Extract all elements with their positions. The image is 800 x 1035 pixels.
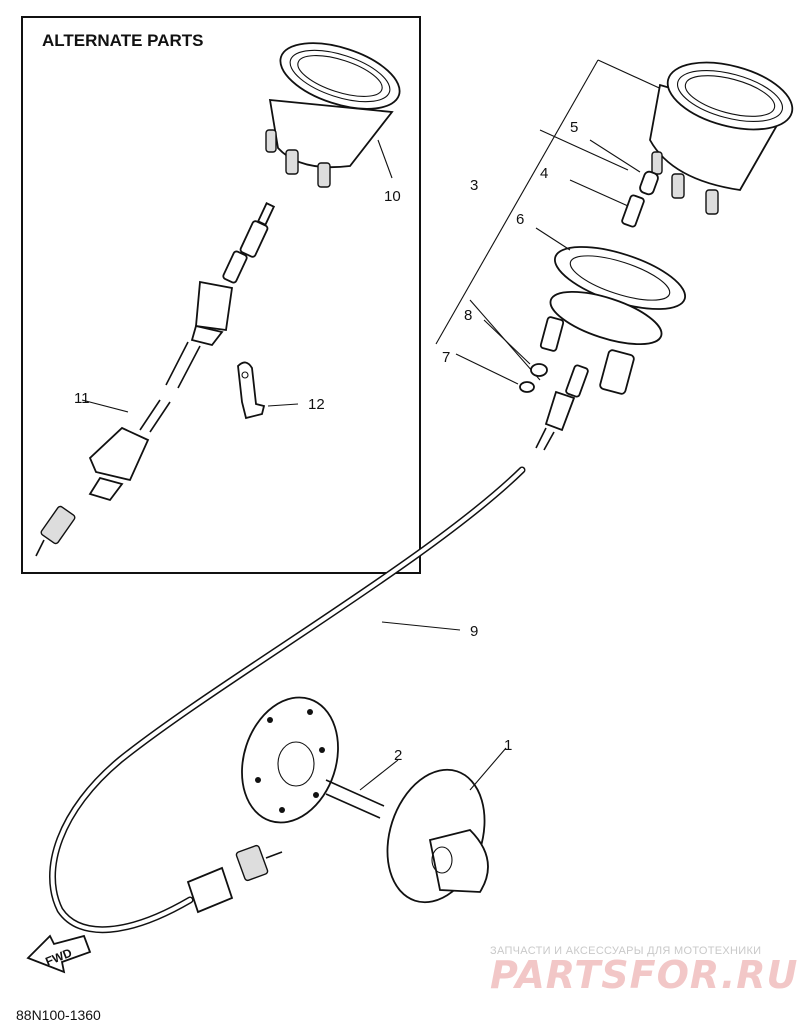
alternate-parts-inset: ALTERNATE PARTS: [21, 16, 421, 574]
alternate-clip: [237, 361, 299, 420]
speedometer-assembly: 3 4 5 6 7 8: [435, 59, 794, 451]
watermark: ЗАПЧАСТИ И АКСЕССУАРЫ ДЛЯ МОТОТЕХНИКИ PA…: [490, 945, 798, 997]
callout-1: 1: [504, 737, 512, 754]
alternate-speedometer: [265, 42, 401, 188]
callout-12: 12: [308, 396, 325, 413]
meter-cable: 9: [49, 466, 526, 934]
callout-3: 3: [470, 177, 478, 194]
callout-6: 6: [516, 211, 524, 228]
inset-title: ALTERNATE PARTS: [42, 31, 204, 50]
watermark-brand: PARTSFOR.RU: [490, 953, 798, 997]
callout-5: 5: [570, 119, 578, 136]
callout-2: 2: [394, 747, 402, 764]
callout-4: 4: [540, 165, 548, 182]
drawing-code: 88N100-1360: [16, 1007, 101, 1023]
watermark-tagline: ЗАПЧАСТИ И АКСЕССУАРЫ ДЛЯ МОТОТЕХНИКИ: [490, 945, 761, 957]
cable-upper-end: [535, 364, 589, 451]
callout-9: 9: [470, 623, 478, 640]
callout-10: 10: [384, 188, 401, 205]
callout-7: 7: [442, 349, 450, 366]
meter-bracket: [539, 290, 663, 395]
alternate-meter-cable: [35, 202, 276, 557]
meter-gear-assembly: 2 1: [241, 696, 512, 904]
inset-frame: [21, 16, 421, 574]
callout-8: 8: [464, 307, 472, 324]
grommets: [455, 319, 548, 393]
fwd-arrow: FWD: [26, 934, 92, 974]
meter-bulb-socket: [569, 139, 659, 228]
callout-11: 11: [74, 390, 90, 407]
speedometer: [649, 61, 794, 215]
